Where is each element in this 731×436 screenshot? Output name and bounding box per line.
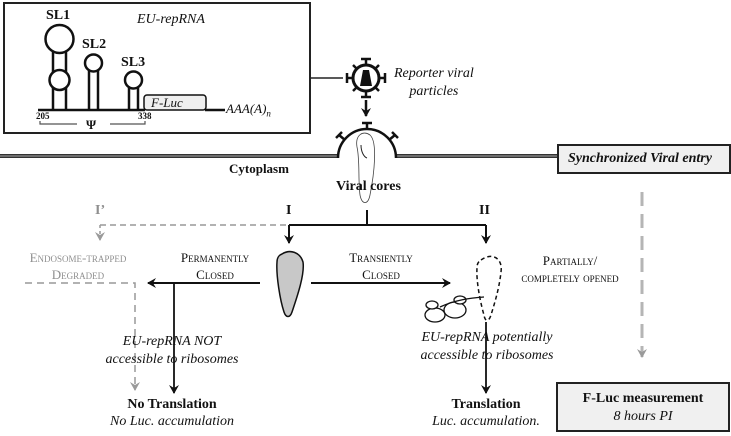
potentially-line1: EU-repRNA potentially xyxy=(421,330,553,345)
sl2-label: SL2 xyxy=(82,37,107,52)
measurement-subtitle: 8 hours PI xyxy=(613,409,673,424)
pathway-ii-roman: II xyxy=(479,203,490,218)
partially-line2: completely opened xyxy=(521,269,619,285)
position-start: 205 xyxy=(36,111,50,121)
sl3-label: SL3 xyxy=(121,55,146,70)
permanently-line1: Permanently xyxy=(180,250,250,265)
no-luc-accumulation-label: No Luc. accumulation xyxy=(109,414,235,429)
polya-text: AAA(A) xyxy=(226,101,267,116)
not-accessible-line1: EU-repRNA NOT xyxy=(122,334,222,349)
fusion-dome-icon xyxy=(335,121,399,203)
permanently-line2: Closed xyxy=(196,266,234,282)
pathway-i-prime-roman: I’ xyxy=(95,203,106,218)
translation-label: Translation xyxy=(451,397,521,412)
transiently-line1: Transiently xyxy=(349,250,413,265)
permanently-closed-label: Permanently Closed xyxy=(181,250,249,284)
psi-symbol: Ψ xyxy=(86,117,97,132)
psi-bracket xyxy=(39,121,146,125)
ribosomes-icon xyxy=(424,295,485,323)
transiently-closed-label: Transiently Closed xyxy=(349,250,413,284)
polya-label: AAA(A)n xyxy=(226,102,271,119)
reporter-line1: Reporter viral xyxy=(394,66,474,81)
no-translation-label: No Translation xyxy=(127,397,217,412)
synchronized-entry-box: Synchronized Viral entry xyxy=(557,144,731,174)
not-accessible-label: EU-repRNA NOT accessible to ribosomes xyxy=(106,333,239,368)
viral-particle-icon xyxy=(345,57,387,99)
f-luc-gene-box xyxy=(143,94,207,111)
polya-subscript: n xyxy=(266,108,271,119)
luc-accumulation-label: Luc. accumulation. xyxy=(432,414,540,429)
closed-core-icon xyxy=(276,250,305,318)
pathway-i-roman: I xyxy=(286,203,292,218)
sl1-label: SL1 xyxy=(46,8,71,23)
endosome-line1: Endosome-trapped xyxy=(29,250,127,265)
potentially-accessible-label: EU-repRNA potentially accessible to ribo… xyxy=(421,329,554,364)
dashed-degraded-path xyxy=(25,282,140,391)
rna-structure xyxy=(38,23,225,112)
open-core-icon xyxy=(476,255,502,321)
reporter-particles-label: Reporter viral particles xyxy=(394,65,474,100)
partially-opened-label: Partially/ completely opened xyxy=(521,253,618,287)
synchronized-entry-label: Synchronized Viral entry xyxy=(568,151,712,166)
reporter-line2: particles xyxy=(409,83,459,99)
endosome-line2: Degraded xyxy=(51,266,105,282)
position-end: 338 xyxy=(138,111,152,121)
f-luc-label: F-Luc xyxy=(151,95,183,110)
cytoplasm-label: Cytoplasm xyxy=(229,161,289,176)
endosome-trapped-label: Endosome-trapped Degraded xyxy=(30,250,127,284)
viral-cores-label: Viral cores xyxy=(336,179,401,194)
f-luc-measurement-box: F-Luc measurement 8 hours PI xyxy=(556,382,730,432)
partially-line1: Partially/ xyxy=(542,253,598,268)
measurement-title: F-Luc measurement xyxy=(582,391,704,406)
branch-lines xyxy=(289,210,486,226)
transiently-line2: Closed xyxy=(362,266,400,282)
potentially-line2: accessible to ribosomes xyxy=(420,347,554,363)
inset-title: EU-repRNA xyxy=(137,12,205,27)
not-accessible-line2: accessible to ribosomes xyxy=(105,351,239,367)
